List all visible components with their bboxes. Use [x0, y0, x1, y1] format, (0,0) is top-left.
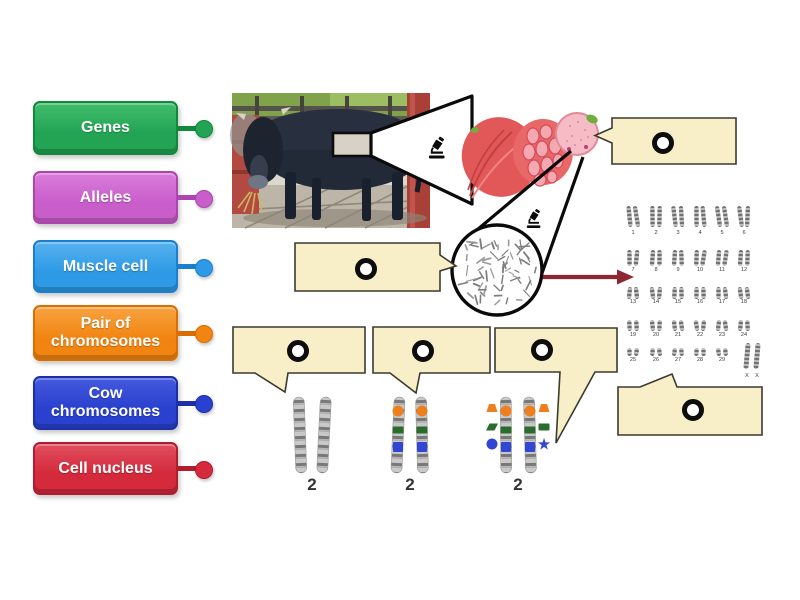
label-genes[interactable]: Genes [33, 101, 178, 155]
label-text: Alleles [79, 188, 132, 206]
svg-text:22: 22 [697, 332, 703, 338]
svg-text:18: 18 [741, 299, 747, 305]
label-connector-stub [178, 125, 197, 131]
svg-text:2: 2 [654, 230, 657, 236]
svg-text:21: 21 [675, 332, 681, 338]
label-connector-dot [195, 120, 213, 138]
svg-text:19: 19 [630, 332, 636, 338]
svg-text:29: 29 [719, 357, 725, 363]
svg-text:11: 11 [719, 267, 725, 273]
callout-box-4[interactable] [372, 326, 491, 395]
label-pair-of-chromosomes[interactable]: Pair of chromosomes [33, 305, 178, 361]
circle-drop-target-5[interactable] [531, 339, 553, 361]
label-connector-dot [195, 395, 213, 413]
svg-text:6: 6 [742, 230, 745, 236]
circle-drop-target-4[interactable] [412, 340, 434, 362]
hay [237, 191, 263, 215]
circle-drop-target-3[interactable] [287, 340, 309, 362]
svg-text:★: ★ [537, 437, 551, 454]
svg-text:15: 15 [675, 299, 681, 305]
cell-nucleus-view [450, 223, 544, 317]
microscope-icon [525, 207, 542, 229]
svg-text:4: 4 [698, 230, 701, 236]
pair-number-label: 2 [307, 475, 316, 494]
svg-text:1: 1 [631, 230, 634, 236]
label-connector-stub [178, 466, 197, 471]
label-cell-nucleus[interactable]: Cell nucleus [33, 442, 178, 495]
svg-text:5: 5 [720, 230, 723, 236]
svg-text:26: 26 [653, 357, 659, 363]
zoom-funnel-1 [369, 94, 474, 206]
svg-text:9: 9 [676, 267, 679, 273]
svg-text:27: 27 [675, 357, 681, 363]
label-muscle-cell[interactable]: Muscle cell [33, 240, 178, 293]
label-connector-stub [178, 264, 197, 269]
svg-text:13: 13 [630, 299, 636, 305]
svg-text:X: X [755, 373, 759, 379]
svg-text:3: 3 [676, 230, 679, 236]
svg-text:14: 14 [653, 299, 659, 305]
circle-drop-target-1[interactable] [652, 132, 674, 154]
nucleus-chromosome-squiggles [457, 238, 537, 306]
label-connector-dot [195, 258, 213, 277]
muscle-tissue [461, 112, 599, 199]
svg-text:25: 25 [630, 357, 636, 363]
label-connector-stub [178, 400, 197, 406]
svg-text:10: 10 [697, 267, 703, 273]
label-text: Genes [81, 119, 130, 137]
svg-text:28: 28 [697, 357, 703, 363]
circle-drop-target-2[interactable] [355, 258, 377, 280]
label-connector-dot [195, 460, 213, 479]
svg-text:20: 20 [653, 332, 659, 338]
label-alleles[interactable]: Alleles [33, 171, 178, 224]
label-text: Muscle cell [62, 257, 149, 275]
callout-box-5[interactable] [494, 327, 618, 444]
label-text: Pair of chromosomes [50, 315, 161, 350]
circle-drop-target-6[interactable] [682, 399, 704, 421]
karyotype-arrow [543, 269, 634, 285]
zoom-cone-right-line [539, 156, 585, 277]
svg-text:X: X [745, 373, 749, 379]
label-text: Cow chromosomes [50, 385, 161, 420]
svg-text:12: 12 [741, 267, 747, 273]
pair-number-label: 2 [513, 475, 522, 494]
svg-text:23: 23 [719, 332, 725, 338]
fiber-stipple [566, 121, 589, 146]
cow-photo [230, 93, 431, 229]
svg-text:7: 7 [631, 267, 634, 273]
pair-number-label: 2 [405, 475, 414, 494]
label-text: Cell nucleus [58, 459, 153, 477]
label-connector-stub [178, 330, 197, 336]
zoom-cone-left-line [463, 149, 573, 242]
label-connector-dot [195, 325, 213, 343]
svg-text:8: 8 [654, 267, 657, 273]
svg-text:17: 17 [719, 299, 725, 305]
label-connector-dot [195, 189, 213, 208]
label-cow-chromosomes[interactable]: Cow chromosomes [33, 376, 178, 430]
svg-text:16: 16 [697, 299, 703, 305]
svg-text:24: 24 [741, 332, 747, 338]
label-connector-stub [178, 195, 197, 200]
chromosome-pair-figures: 2 2 ★ 2 [293, 396, 551, 494]
sample-highlight-rect [331, 131, 373, 158]
